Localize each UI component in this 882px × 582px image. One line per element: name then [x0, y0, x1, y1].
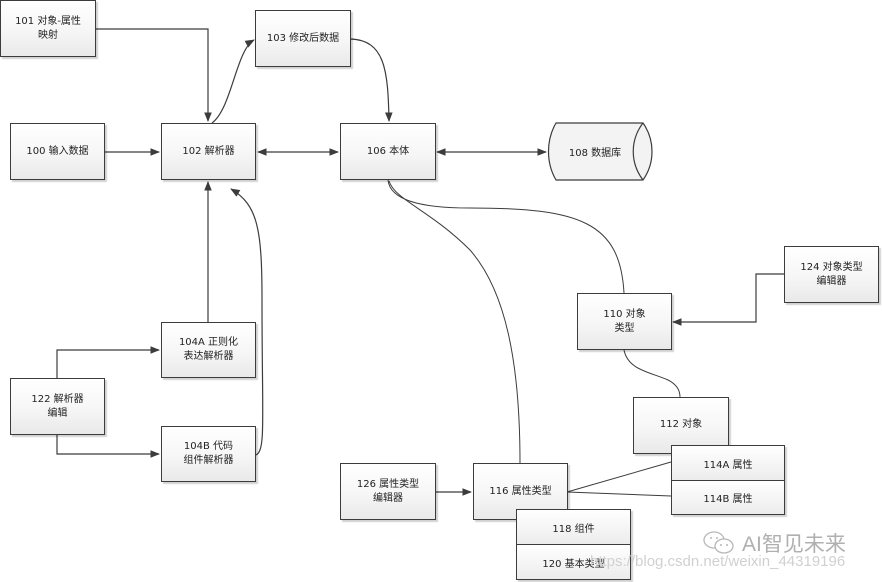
edge-104b-102	[230, 188, 264, 456]
watermark-url: https://blog.csdn.net/weixin_44319196	[590, 553, 846, 570]
edge-124-110	[672, 273, 784, 326]
node-108-database[interactable]: 108 数据库	[552, 123, 638, 180]
edge-110-112	[623, 349, 681, 398]
edge-101-102	[96, 28, 212, 122]
node-label: 104A 正则化 表达解析器	[178, 337, 239, 362]
watermark-brand-text: AI智见未来	[742, 533, 846, 556]
edge-106-116	[388, 180, 521, 464]
node-label: 110 对象 类型	[603, 308, 646, 334]
node-label: 126 属性类型 编辑器	[356, 478, 420, 504]
node-104b-code-component-parser[interactable]: 104B 代码 组件解析器	[161, 426, 256, 482]
edge-116-114a	[566, 461, 672, 493]
node-118-120-group: 118 组件 120 基本类型	[516, 509, 631, 580]
wechat-icon	[703, 531, 734, 554]
node-120-basic-type[interactable]: 120 基本类型	[517, 544, 630, 579]
node-label: 122 解析器 编辑	[31, 393, 84, 419]
watermark-brand: AI智见未来	[702, 528, 846, 558]
node-114-attributes: 114A 属性 114B 属性	[671, 445, 785, 515]
edge-122-104a	[56, 346, 160, 378]
node-label: 114B 属性	[703, 494, 753, 505]
edge-102-103	[211, 39, 255, 124]
edge-103-106	[349, 38, 393, 122]
node-label: 124 对象类型 编辑器	[800, 261, 863, 287]
node-104a-regex-parser[interactable]: 104A 正则化 表达解析器	[161, 322, 256, 378]
node-114a-attribute[interactable]: 114A 属性	[672, 446, 784, 480]
node-114b-attribute[interactable]: 114B 属性	[672, 480, 784, 514]
node-label: 114A 属性	[703, 459, 753, 471]
node-100-input-data[interactable]: 100 输入数据	[10, 123, 105, 180]
node-label: 116 属性类型	[489, 485, 552, 497]
node-label: 102 解析器	[182, 145, 235, 157]
edge-116-114b	[566, 491, 672, 497]
node-label: 108 数据库	[568, 148, 622, 159]
node-label: 101 对象-属性 映射	[15, 15, 81, 41]
node-label: 100 输入数据	[26, 145, 89, 157]
node-label: 103 修改后数据	[266, 32, 340, 44]
node-label: 120 基本类型	[542, 558, 605, 570]
node-label: 112 对象	[659, 419, 703, 430]
node-122-parser-editor[interactable]: 122 解析器 编辑	[10, 378, 105, 435]
node-label: 118 组件	[552, 523, 595, 535]
node-102-parser[interactable]: 102 解析器	[161, 123, 256, 180]
edge-122-104b	[56, 435, 160, 458]
node-124-object-type-editor[interactable]: 124 对象类型 编辑器	[784, 246, 879, 303]
node-label: 104B 代码 组件解析器	[183, 441, 234, 466]
database-shape	[547, 122, 653, 181]
node-118-component[interactable]: 118 组件	[517, 510, 630, 544]
node-126-attribute-type-editor[interactable]: 126 属性类型 编辑器	[340, 463, 436, 520]
node-106-ontology[interactable]: 106 本体	[340, 123, 436, 180]
node-110-object-type[interactable]: 110 对象 类型	[577, 293, 672, 350]
node-101-object-attribute-mapping[interactable]: 101 对象-属性 映射	[0, 0, 96, 57]
node-103-modified-data[interactable]: 103 修改后数据	[255, 10, 351, 67]
node-label: 106 本体	[366, 145, 410, 157]
edge-106-110	[387, 179, 625, 294]
